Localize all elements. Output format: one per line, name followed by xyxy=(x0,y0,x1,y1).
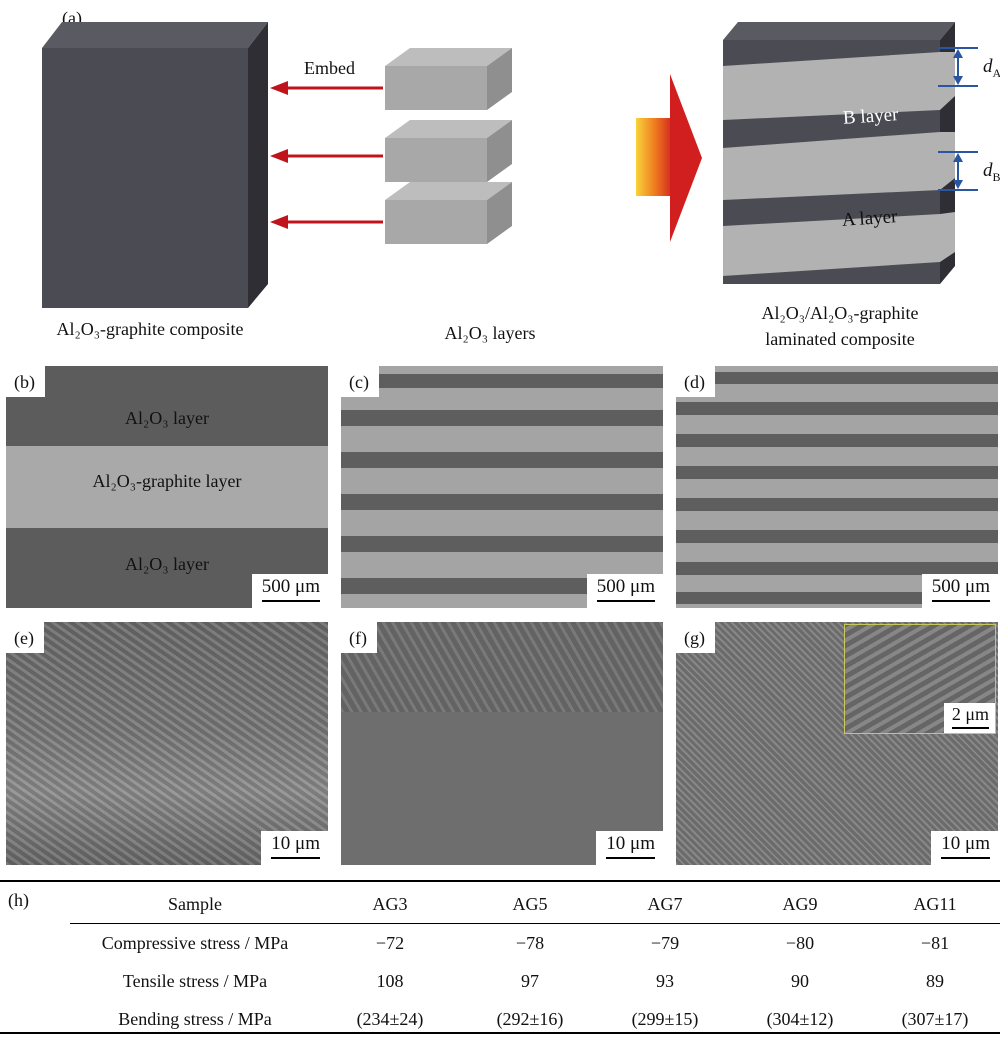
left-caption: Al₂O₃-graphite composite xyxy=(30,316,270,342)
inset-scale-line xyxy=(952,727,989,729)
fracture-texture xyxy=(6,622,328,865)
dark-stripe xyxy=(341,494,663,510)
table-cell: 90 xyxy=(730,962,870,1000)
panel-b-letter: (b) xyxy=(6,366,45,397)
table-header-row: Sample AG3 AG5 AG7 AG9 AG11 xyxy=(70,885,1000,924)
inset-micrograph: 2 μm xyxy=(844,624,996,734)
dA-label: dA xyxy=(983,56,1000,81)
schematic-diagram xyxy=(0,0,1000,350)
table-cell: 93 xyxy=(600,962,730,1000)
panel-d-micrograph: (d) 500 μm xyxy=(676,366,998,608)
scale-label: 10 μm xyxy=(271,833,320,854)
dark-stripe xyxy=(676,434,998,447)
scale-label: 500 μm xyxy=(597,576,655,597)
header-cell: AG3 xyxy=(320,885,460,924)
dark-stripe xyxy=(676,466,998,479)
dA-variable: d xyxy=(983,56,993,77)
panel-c-scale-bar: 500 μm xyxy=(587,574,663,608)
dark-stripe xyxy=(676,372,998,384)
table-cell: −78 xyxy=(460,924,600,963)
panel-f-scale-bar: 10 μm xyxy=(596,831,663,865)
header-cell: Sample xyxy=(70,885,320,924)
scale-line xyxy=(941,857,990,859)
panel-e-letter: (e) xyxy=(6,622,44,653)
right-caption-line1: Al₂O₃/Al₂O₃-graphite xyxy=(720,300,960,326)
panel-g-letter: (g) xyxy=(676,622,715,653)
embed-arrow-3 xyxy=(270,215,383,229)
panel-c-micrograph: (c) 500 μm xyxy=(341,366,663,608)
dB-variable: d xyxy=(983,160,993,181)
header-cell: AG9 xyxy=(730,885,870,924)
header-cell: AG5 xyxy=(460,885,600,924)
middle-caption: Al₂O₃ layers xyxy=(400,320,580,346)
alumina-layer-1 xyxy=(385,48,512,110)
alumina-band-top xyxy=(6,366,328,446)
scale-line xyxy=(932,600,990,602)
table-cell: −80 xyxy=(730,924,870,963)
table-cell: −79 xyxy=(600,924,730,963)
top-layer-label: Al₂O₃ layer xyxy=(6,408,328,429)
panel-e-micrograph: (e) 10 μm xyxy=(6,622,328,865)
embed-label: Embed xyxy=(304,58,355,79)
table-cell: −81 xyxy=(870,924,1000,963)
table-cell: −72 xyxy=(320,924,460,963)
scale-label: 10 μm xyxy=(941,833,990,854)
panel-f-letter: (f) xyxy=(341,622,377,653)
dark-stripe xyxy=(676,402,998,415)
dark-stripe xyxy=(676,530,998,543)
row-label: Tensile stress / MPa xyxy=(70,962,320,1000)
panel-f-micrograph: (f) 10 μm xyxy=(341,622,663,865)
dark-stripe xyxy=(341,410,663,426)
header-cell: AG11 xyxy=(870,885,1000,924)
panel-b-scale-bar: 500 μm xyxy=(252,574,328,608)
dark-stripe xyxy=(341,374,663,388)
dB-label: dB xyxy=(983,160,1000,185)
inset-scale-label: 2 μm xyxy=(952,704,989,724)
process-arrow xyxy=(636,74,702,242)
alumina-layer-3 xyxy=(385,182,512,244)
dark-stripe xyxy=(341,452,663,468)
alumina-layer-2 xyxy=(385,120,512,182)
table-bottom-rule xyxy=(0,1032,1000,1034)
right-caption-line2: laminated composite xyxy=(720,326,960,352)
table-row: Tensile stress / MPa 108 97 93 90 89 xyxy=(70,962,1000,1000)
dark-stripe xyxy=(341,536,663,552)
embed-arrow-1 xyxy=(270,81,383,95)
panel-h-letter: (h) xyxy=(8,890,29,911)
middle-layer-label: Al₂O₃-graphite layer xyxy=(6,471,328,492)
composite-block xyxy=(42,22,268,308)
fracture-texture xyxy=(341,622,663,712)
dark-stripe xyxy=(676,498,998,511)
a-layer-label: A layer xyxy=(841,206,898,232)
table-cell: 97 xyxy=(460,962,600,1000)
header-cell: AG7 xyxy=(600,885,730,924)
scale-label: 500 μm xyxy=(932,576,990,597)
panel-g-scale-bar: 10 μm xyxy=(931,831,998,865)
panel-d-letter: (d) xyxy=(676,366,715,397)
dA-subscript: A xyxy=(993,66,1000,80)
panel-g-micrograph: 2 μm (g) 10 μm xyxy=(676,622,998,865)
scale-label: 500 μm xyxy=(262,576,320,597)
table-top-rule xyxy=(0,880,1000,882)
table-row: Compressive stress / MPa −72 −78 −79 −80… xyxy=(70,924,1000,963)
scale-line xyxy=(262,600,320,602)
scale-label: 10 μm xyxy=(606,833,655,854)
dB-subscript: B xyxy=(993,170,1000,184)
panel-c-letter: (c) xyxy=(341,366,379,397)
row-label: Compressive stress / MPa xyxy=(70,924,320,963)
table-cell: 89 xyxy=(870,962,1000,1000)
stress-table: Sample AG3 AG5 AG7 AG9 AG11 Compressive … xyxy=(70,885,1000,1038)
b-layer-label: B layer xyxy=(842,104,899,130)
scale-line xyxy=(597,600,655,602)
scale-line xyxy=(271,857,320,859)
table-cell: 108 xyxy=(320,962,460,1000)
laminated-block xyxy=(723,22,955,284)
embed-arrow-2 xyxy=(270,149,383,163)
panel-b-micrograph: Al₂O₃ layer Al₂O₃-graphite layer Al₂O₃ l… xyxy=(6,366,328,608)
panel-e-scale-bar: 10 μm xyxy=(261,831,328,865)
scale-line xyxy=(606,857,655,859)
bottom-layer-label: Al₂O₃ layer xyxy=(6,554,328,575)
panel-d-scale-bar: 500 μm xyxy=(922,574,998,608)
inset-scale-bar: 2 μm xyxy=(944,703,995,733)
